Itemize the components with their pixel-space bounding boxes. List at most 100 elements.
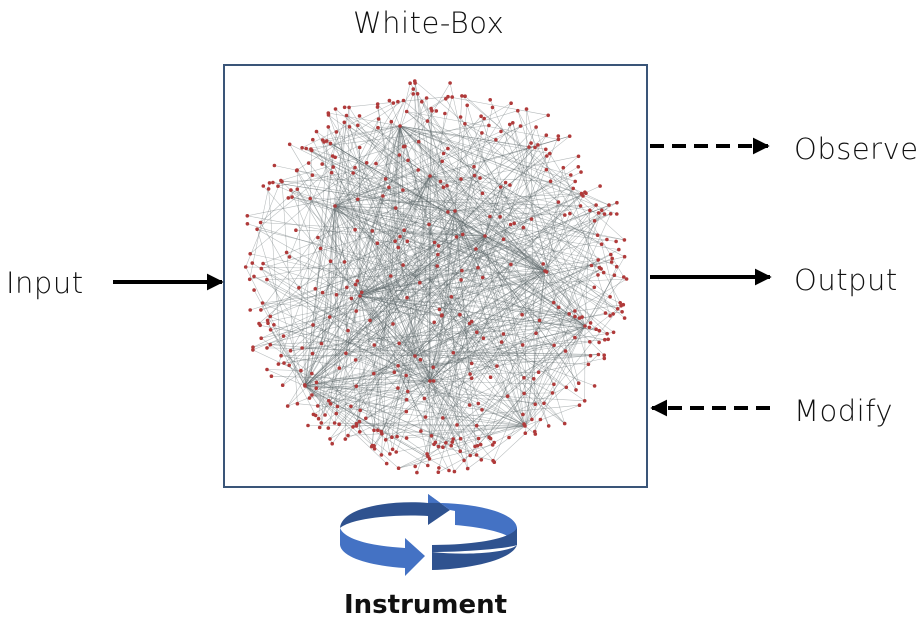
network-edge [328, 114, 546, 272]
network-edge [414, 254, 611, 357]
network-edge [270, 174, 571, 317]
network-edge [414, 81, 472, 364]
network-edge [306, 125, 489, 149]
network-node [437, 466, 441, 470]
network-edge [281, 181, 298, 404]
network-edge [304, 345, 555, 387]
network-edge [301, 147, 486, 237]
network-node [311, 137, 315, 142]
network-node [562, 421, 567, 426]
network-edge [334, 205, 340, 369]
network-edge [247, 187, 389, 217]
network-edge [381, 210, 456, 455]
network-edge [377, 242, 586, 327]
network-node [269, 374, 274, 379]
network-edge [377, 125, 401, 431]
network-node [368, 318, 372, 323]
network-edge [334, 156, 579, 207]
network-edge [398, 265, 438, 344]
network-edge [354, 167, 586, 327]
network-node [327, 315, 332, 319]
network-node [597, 265, 602, 270]
network-node [462, 458, 466, 463]
network-node [425, 452, 429, 456]
network-edge [429, 365, 497, 382]
network-edge [359, 275, 391, 297]
network-edge [359, 421, 454, 440]
network-edge [262, 282, 420, 304]
network-edge [510, 264, 546, 272]
network-edge [484, 186, 501, 237]
network-edge [304, 93, 414, 387]
network-node [582, 399, 587, 403]
network-edge [406, 111, 610, 206]
network-node [578, 204, 583, 208]
network-node [364, 416, 368, 421]
network-edge [371, 146, 406, 447]
network-edge [480, 116, 515, 224]
network-node [297, 286, 301, 290]
network-edge [429, 175, 470, 324]
network-node [509, 262, 513, 267]
network-node [432, 320, 436, 325]
network-node [498, 215, 502, 219]
network-node [351, 425, 355, 429]
network-node [357, 145, 362, 150]
network-node [402, 228, 406, 232]
network-edge [261, 268, 375, 449]
network-node [358, 408, 362, 413]
network-node [326, 125, 331, 129]
network-edge [346, 115, 625, 257]
network-edge [475, 218, 532, 250]
network-edge [391, 121, 416, 357]
network-edge [334, 295, 361, 424]
network-node [542, 401, 546, 406]
network-edge [335, 108, 456, 212]
network-edge [307, 425, 526, 427]
network-edge [371, 270, 546, 447]
network-edge [380, 323, 470, 432]
network-edge [453, 352, 599, 355]
network-node [259, 266, 264, 271]
network-edge [466, 105, 565, 424]
network-edge [304, 385, 407, 412]
network-node [429, 434, 434, 438]
network-edge [381, 380, 434, 434]
observe-label: Observe [794, 132, 919, 166]
network-edge [289, 144, 546, 272]
network-node [432, 240, 437, 245]
network-node [530, 417, 534, 422]
network-edge [359, 185, 601, 297]
network-edge [322, 125, 401, 141]
network-edge [359, 295, 461, 439]
network-node [446, 210, 450, 214]
network-node [397, 341, 401, 346]
network-node [474, 247, 478, 251]
network-edge [247, 223, 586, 327]
network-edge [266, 235, 486, 349]
network-node [544, 167, 549, 172]
network-edge [398, 175, 431, 248]
network-edge [524, 210, 603, 427]
network-node [342, 105, 347, 110]
network-node [544, 133, 549, 137]
network-node [387, 98, 392, 103]
network-edge [454, 205, 581, 212]
network-edge [261, 337, 428, 455]
network-edge [357, 175, 431, 200]
network-edge [334, 118, 379, 207]
network-node [451, 351, 456, 355]
network-node [315, 404, 320, 408]
network-edge [418, 141, 431, 177]
network-edge [312, 139, 431, 382]
network-edge [334, 205, 356, 230]
network-edge [399, 125, 479, 404]
network-edge [359, 213, 611, 297]
network-edge [467, 425, 526, 469]
network-edge [326, 140, 486, 237]
network-node [476, 436, 481, 441]
network-edge [317, 380, 431, 407]
network-edge [544, 195, 584, 272]
network-node [571, 186, 575, 191]
